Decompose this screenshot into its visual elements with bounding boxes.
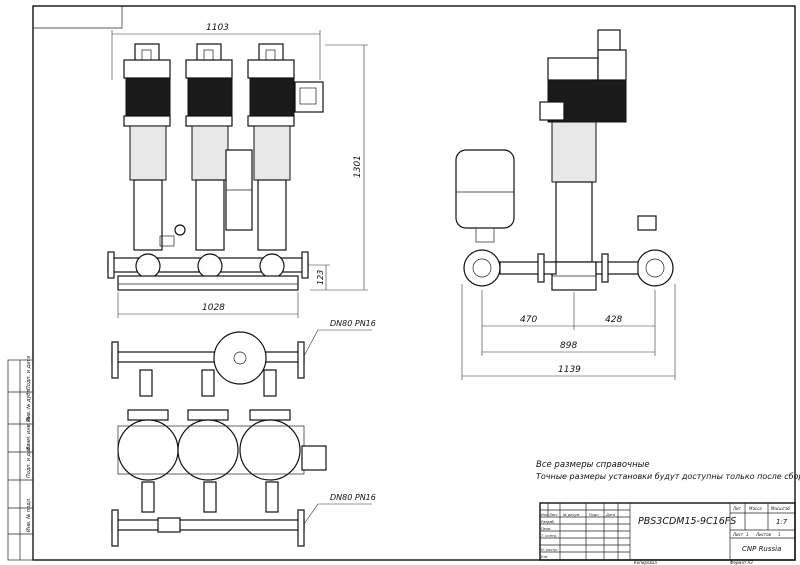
tb-h-list: Лист [548,513,559,517]
dim-side-right: 428 [605,315,622,325]
pump-front-3 [247,43,295,251]
dim-side-total-inner: 898 [560,341,577,351]
side-valve-left [463,249,501,287]
tb-h-date: Дата [605,513,615,517]
tb-row-razrab: Разраб. [541,520,555,524]
tb-h-sign: Подп. [589,513,600,517]
side-view: 470 428 898 1139 [455,29,676,380]
tb-sheets-label: Листов [755,532,772,537]
pump-front-2 [185,43,233,251]
side-stamp-1: Подп. и дата [26,356,32,390]
tb-sheet-label: Лист [732,532,744,537]
tb-h-doc: № докум. [562,513,580,517]
corner-stamp-box [33,6,123,29]
title-block: Изм Лист № докум. Подп. Дата Разраб. Про… [539,502,796,565]
control-box-front [294,81,324,113]
note-line-2: Точные размеры установки будут доступны … [536,472,800,481]
tb-scale-value: 1:7 [776,518,788,526]
tb-designation: PBS3CDM15-9C16FS [638,516,736,527]
tb-header-lit: Лит [732,506,742,511]
side-tank [455,149,515,229]
top-pump-1 [117,419,179,481]
callout-flange-bottom: DN80 PN16 [330,493,376,502]
top-view: DN80 PN16 DN80 PN16 [111,319,376,547]
tb-sheets-value: 1 [778,532,781,537]
top-control-box [301,445,327,471]
tb-copied: Копировал [634,560,657,565]
tb-row-utv: Утв. [541,555,548,559]
side-stamp-2: Инв. № дубл. [26,388,32,422]
sheet-frame [32,5,796,561]
front-view: 1103 1301 123 [107,23,368,318]
tb-company: CNP Russia [742,545,781,553]
dim-side-total-outer: 1139 [558,365,581,375]
callout-flange-top: DN80 PN16 [330,319,376,328]
top-pump-2 [177,419,239,481]
tb-sheet-value: 1 [746,532,749,537]
side-stamp-strip: Подп. и дата Инв. № дубл. Взам. инв. № П… [7,356,34,561]
tb-h-izm: Изм [541,513,548,517]
tb-format: Формат A3 [730,560,753,565]
pump-front-1 [123,43,171,251]
top-pump-3 [239,419,301,481]
side-stamp-4: Подп. и дата [26,444,32,478]
base-frame-front [117,275,299,291]
dim-side-left: 470 [520,315,537,325]
tb-row-nkontr: Н. контр. [541,548,558,552]
tb-header-mass: Масса [749,506,762,511]
dim-front-width-bottom: 1028 [202,303,225,313]
side-stamp-5: Инв. № подл. [26,498,32,533]
tb-row-tkontr: Т. контр. [541,534,557,538]
tb-row-prov: Пров. [541,527,551,531]
tb-header-scale: Масштаб [771,506,791,511]
dim-front-axis-height: 123 [316,270,325,285]
top-tank [213,331,267,385]
side-stamp-3: Взам. инв. № [26,416,32,450]
side-valve-right [636,249,674,287]
dim-front-height: 1301 [353,155,363,178]
note-line-1: Все размеры справочные [536,460,650,470]
dim-front-width-top: 1103 [206,23,229,33]
